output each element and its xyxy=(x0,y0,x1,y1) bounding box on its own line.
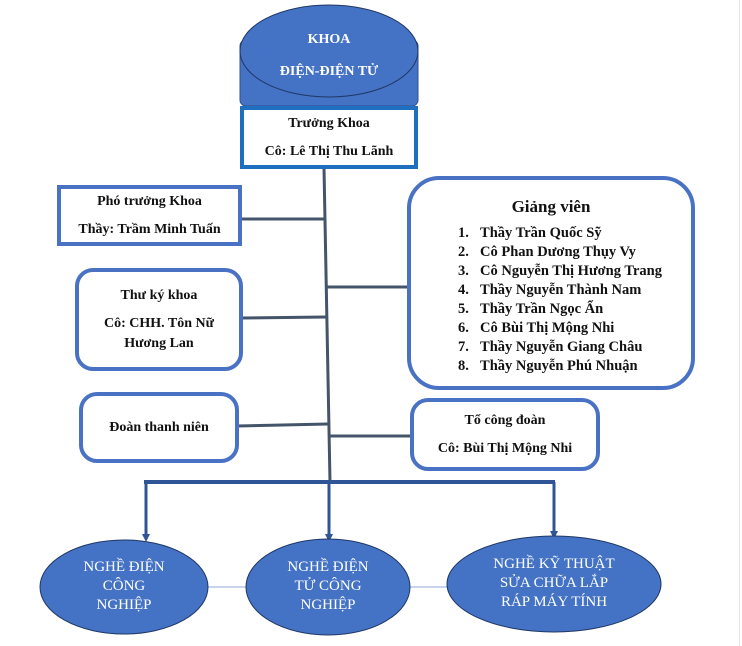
secretary-box: Thư ký khoa Cô: CHH. Tôn Nữ Hương Lan xyxy=(75,268,243,371)
program-2-line2: TỬ CÔNG xyxy=(294,578,362,594)
lecturer-item: 5.Thầy Trần Ngọc Ẩn xyxy=(458,301,604,317)
program-3-line2: SỬA CHỮA LẮP xyxy=(499,575,609,591)
branch-youth-union xyxy=(236,422,329,428)
program-1-line3: NGHIỆP xyxy=(96,597,152,613)
secretary-name-line1: Cô: CHH. Tôn Nữ xyxy=(103,315,215,331)
dean-name: Cô: Lê Thị Thu Lãnh xyxy=(264,143,394,159)
trade-union-box: Tổ công đoàn Cô: Bùi Thị Mộng Nhi xyxy=(410,398,600,471)
lecturer-item: 3.Cô Nguyễn Thị Hương Trang xyxy=(458,263,662,279)
program-node-3: NGHỀ KỸ THUẬT SỬA CHỮA LẮP RÁP MÁY TÍNH xyxy=(459,555,649,612)
branch-secretary xyxy=(241,315,327,320)
faculty-line2: ĐIỆN-ĐIỆN TỬ xyxy=(279,64,379,79)
secretary-title: Thư ký khoa xyxy=(120,287,198,303)
youth-union-box: Đoàn thanh niên xyxy=(79,392,239,463)
trade-union-name: Cô: Bùi Thị Mộng Nhi xyxy=(437,440,573,456)
youth-union-title: Đoàn thanh niên xyxy=(109,419,209,435)
lecturers-box: Giảng viên 1.Thầy Trần Quốc Sỹ 2.Cô Phan… xyxy=(407,176,695,390)
lecturer-item: 2.Cô Phan Dương Thụy Vy xyxy=(458,244,636,260)
lecturer-item: 8.Thầy Nguyễn Phú Nhuận xyxy=(458,358,638,374)
faculty-node: KHOA ĐIỆN-ĐIỆN TỬ xyxy=(240,24,418,88)
frame-edge xyxy=(739,0,740,646)
program-1-line2: CÔNG xyxy=(102,578,146,594)
program-node-2: NGHỀ ĐIỆN TỬ CÔNG NGHIỆP xyxy=(248,558,408,615)
dean-title: Trưởng Khoa xyxy=(288,115,370,131)
lecturer-item: 6.Cô Bùi Thị Mộng Nhi xyxy=(458,320,615,336)
program-3-line1: NGHỀ KỸ THUẬT xyxy=(493,556,615,572)
vice-dean-title: Phó trưởng Khoa xyxy=(97,193,202,209)
program-node-3-shape xyxy=(446,535,662,633)
faculty-node-shape xyxy=(239,4,419,107)
lecturers-list: 1.Thầy Trần Quốc Sỹ 2.Cô Phan Dương Thụy… xyxy=(458,224,662,376)
program-3-line3: RÁP MÁY TÍNH xyxy=(500,594,608,610)
lecturer-item: 1.Thầy Trần Quốc Sỹ xyxy=(458,225,602,241)
vice-dean-box: Phó trưởng Khoa Thầy: Trầm Minh Tuấn xyxy=(57,185,242,246)
program-node-1-shape xyxy=(39,539,209,635)
program-2-line3: NGHIỆP xyxy=(300,597,356,613)
vice-dean-name: Thầy: Trầm Minh Tuấn xyxy=(78,221,221,237)
lecturer-item: 7.Thầy Nguyễn Giang Châu xyxy=(458,339,643,355)
lecturer-item: 4.Thầy Nguyễn Thành Nam xyxy=(458,282,642,298)
faculty-line1: KHOA xyxy=(307,32,351,47)
lecturers-title: Giảng viên xyxy=(511,197,591,216)
dean-box: Trưởng Khoa Cô: Lê Thị Thu Lãnh xyxy=(240,106,418,169)
program-1-line1: NGHỀ ĐIỆN xyxy=(83,559,165,575)
secretary-name-line2: Hương Lan xyxy=(124,335,194,351)
program-node-1: NGHỀ ĐIỆN CÔNG NGHIỆP xyxy=(44,558,204,615)
program-2-line1: NGHỀ ĐIỆN xyxy=(287,559,369,575)
program-node-2-shape xyxy=(245,538,411,636)
trade-union-title: Tổ công đoàn xyxy=(464,412,546,428)
